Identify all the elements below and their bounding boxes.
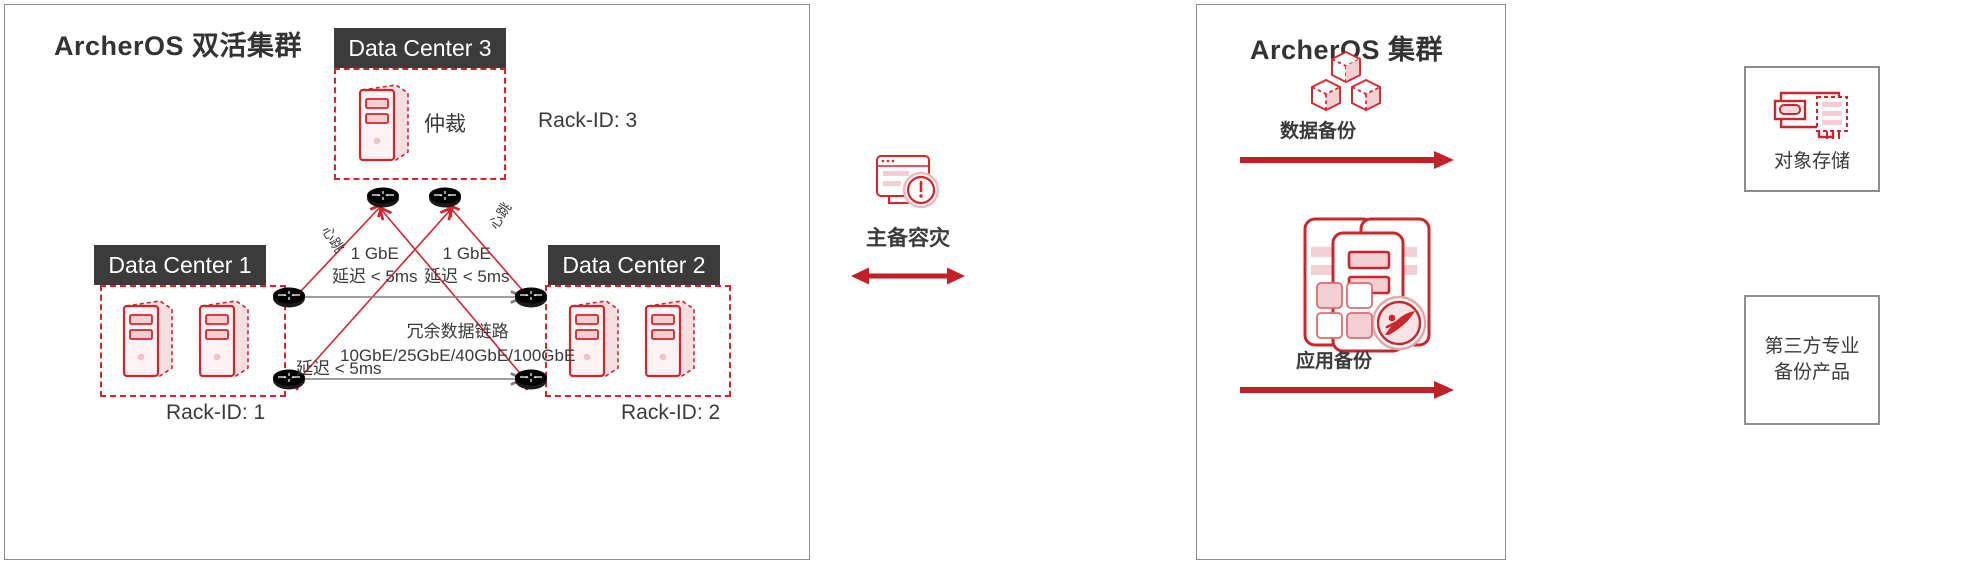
rack-id-1: Rack-ID: 1	[166, 401, 266, 424]
server-tower-icon	[566, 300, 624, 380]
dr-label: 主备容灾	[866, 227, 950, 250]
link-label-left: 1 GbE 延迟 < 5ms	[332, 243, 418, 289]
data-link-latency: 延迟 < 5ms	[296, 359, 382, 378]
arbiter-label: 仲裁	[424, 113, 466, 136]
backup-flow-data: 数据备份	[1236, 50, 1966, 210]
rack-id-3: Rack-ID: 3	[538, 109, 638, 132]
data-link-label: 冗余数据链路 10GbE/25GbE/40GbE/100GbE	[340, 320, 575, 368]
object-storage-icon	[1769, 83, 1855, 149]
router-icon-dc3-b	[428, 186, 461, 208]
third-party-backup-label-line1: 第三方专业	[1764, 336, 1860, 358]
backup-arrow-icon	[1240, 150, 1456, 170]
data-link-title: 冗余数据链路	[406, 322, 509, 341]
app-backup-label: 应用备份	[1296, 351, 1373, 372]
disaster-recovery-block: 主备容灾	[838, 150, 978, 288]
rack-id-2: Rack-ID: 2	[621, 401, 721, 424]
link-left-latency: 延迟 < 5ms	[332, 266, 418, 286]
alert-window-icon	[838, 150, 978, 214]
server-tower-icon	[196, 300, 254, 380]
router-icon-dc2-b	[514, 368, 547, 390]
app-squares-icon	[1314, 280, 1376, 342]
dc2-header: Data Center 2	[548, 245, 720, 285]
router-icon-dc1-a	[272, 286, 305, 308]
dc3-header: Data Center 3	[334, 28, 506, 68]
link-right-latency: 延迟 < 5ms	[424, 266, 510, 286]
data-link-speeds: 10GbE/25GbE/40GbE/100GbE	[340, 345, 576, 365]
router-icon-dc3-a	[366, 186, 399, 208]
page-title-left: ArcherOS 双活集群	[54, 31, 303, 61]
data-backup-label: 数据备份	[1280, 121, 1357, 142]
backup-flow-app: 应用备份	[1236, 280, 1966, 460]
third-party-backup-label-line2: 备份产品	[1773, 362, 1850, 383]
router-icon-dc1-b	[272, 368, 305, 390]
double-arrow-icon	[838, 264, 978, 288]
third-party-backup-box: 第三方专业 备份产品	[1744, 295, 1880, 425]
link-right-speed: 1 GbE	[442, 244, 491, 263]
link-left-speed: 1 GbE	[350, 244, 399, 263]
cubes-icon	[1306, 50, 1386, 116]
server-tower-icon	[642, 300, 700, 380]
server-tower-icon	[120, 300, 178, 380]
router-icon-dc2-a	[514, 286, 547, 308]
object-storage-label: 对象存储	[1773, 151, 1850, 173]
server-tower-icon	[356, 84, 414, 164]
dc1-header: Data Center 1	[94, 245, 266, 285]
backup-arrow-icon	[1240, 380, 1456, 400]
object-storage-box: 对象存储	[1744, 66, 1880, 192]
link-label-right: 1 GbE 延迟 < 5ms	[424, 243, 510, 289]
